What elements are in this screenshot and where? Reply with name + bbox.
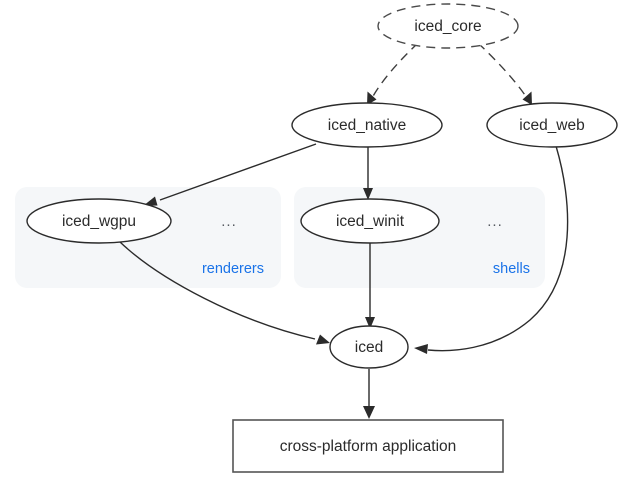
edge-iced-to-application <box>363 369 375 419</box>
node-cross-platform-application-shape[interactable] <box>232 419 504 473</box>
node-iced-winit-label: iced_winit <box>336 213 405 230</box>
node-iced-web-shape[interactable] <box>486 102 618 148</box>
node-iced-winit[interactable]: iced_winit <box>300 198 440 244</box>
edge-iced-wgpu-to-iced-arrowhead <box>316 334 330 345</box>
edge-iced-native-to-iced-wgpu-path <box>159 143 317 201</box>
cluster-renderers-label: renderers <box>202 261 264 277</box>
edge-iced-core-to-iced-native <box>367 42 419 105</box>
edge-iced-winit-to-iced <box>365 243 375 329</box>
edge-iced-wgpu-to-iced <box>119 241 330 345</box>
node-iced-wgpu[interactable]: iced_wgpu <box>26 198 172 244</box>
edge-iced-native-to-iced-winit <box>363 147 373 200</box>
node-iced-core[interactable]: iced_core <box>377 3 519 49</box>
edge-iced-winit-to-iced-arrowhead <box>365 317 375 329</box>
node-iced-web[interactable]: iced_web <box>486 102 618 148</box>
edge-iced-web-to-iced <box>414 145 569 354</box>
edge-iced-web-to-iced-arrowhead <box>414 344 428 354</box>
edge-iced-core-to-iced-web <box>477 42 532 105</box>
edge-iced-core-to-iced-web-path <box>477 42 528 99</box>
edge-iced-native-to-iced-wgpu <box>143 143 317 206</box>
cluster-renderers-ellipsis: ... <box>221 213 237 230</box>
node-iced-wgpu-shape[interactable] <box>26 198 172 244</box>
node-iced[interactable]: iced <box>329 325 409 369</box>
edge-iced-wgpu-to-iced-path <box>119 241 316 340</box>
node-iced-native-shape[interactable] <box>291 102 443 148</box>
edge-iced-core-to-iced-native-arrowhead <box>367 91 377 105</box>
edge-iced-core-to-iced-native-path <box>371 42 419 99</box>
edge-iced-web-to-iced-path <box>427 145 569 352</box>
node-cross-platform-application-label: cross-platform application <box>280 438 457 455</box>
node-iced-native-label: iced_native <box>328 117 406 134</box>
node-iced-core-label: iced_core <box>414 18 481 35</box>
edge-iced-core-to-iced-web-arrowhead <box>522 91 532 105</box>
edge-iced-native-to-iced-winit-arrowhead <box>363 188 373 200</box>
cluster-shells-label: shells <box>493 261 530 277</box>
node-cross-platform-application[interactable]: cross-platform application <box>232 419 504 473</box>
node-iced-core-shape[interactable] <box>377 3 519 49</box>
node-iced-winit-shape[interactable] <box>300 198 440 244</box>
node-iced-web-label: iced_web <box>519 117 585 134</box>
node-iced-wgpu-label: iced_wgpu <box>62 213 136 230</box>
node-iced-shape[interactable] <box>329 325 409 369</box>
edge-iced-native-to-iced-wgpu-arrowhead <box>143 196 158 206</box>
cluster-shells-ellipsis: ... <box>487 213 503 230</box>
node-iced-native[interactable]: iced_native <box>291 102 443 148</box>
node-iced-label: iced <box>355 339 383 356</box>
edge-iced-to-application-arrowhead <box>363 406 375 419</box>
